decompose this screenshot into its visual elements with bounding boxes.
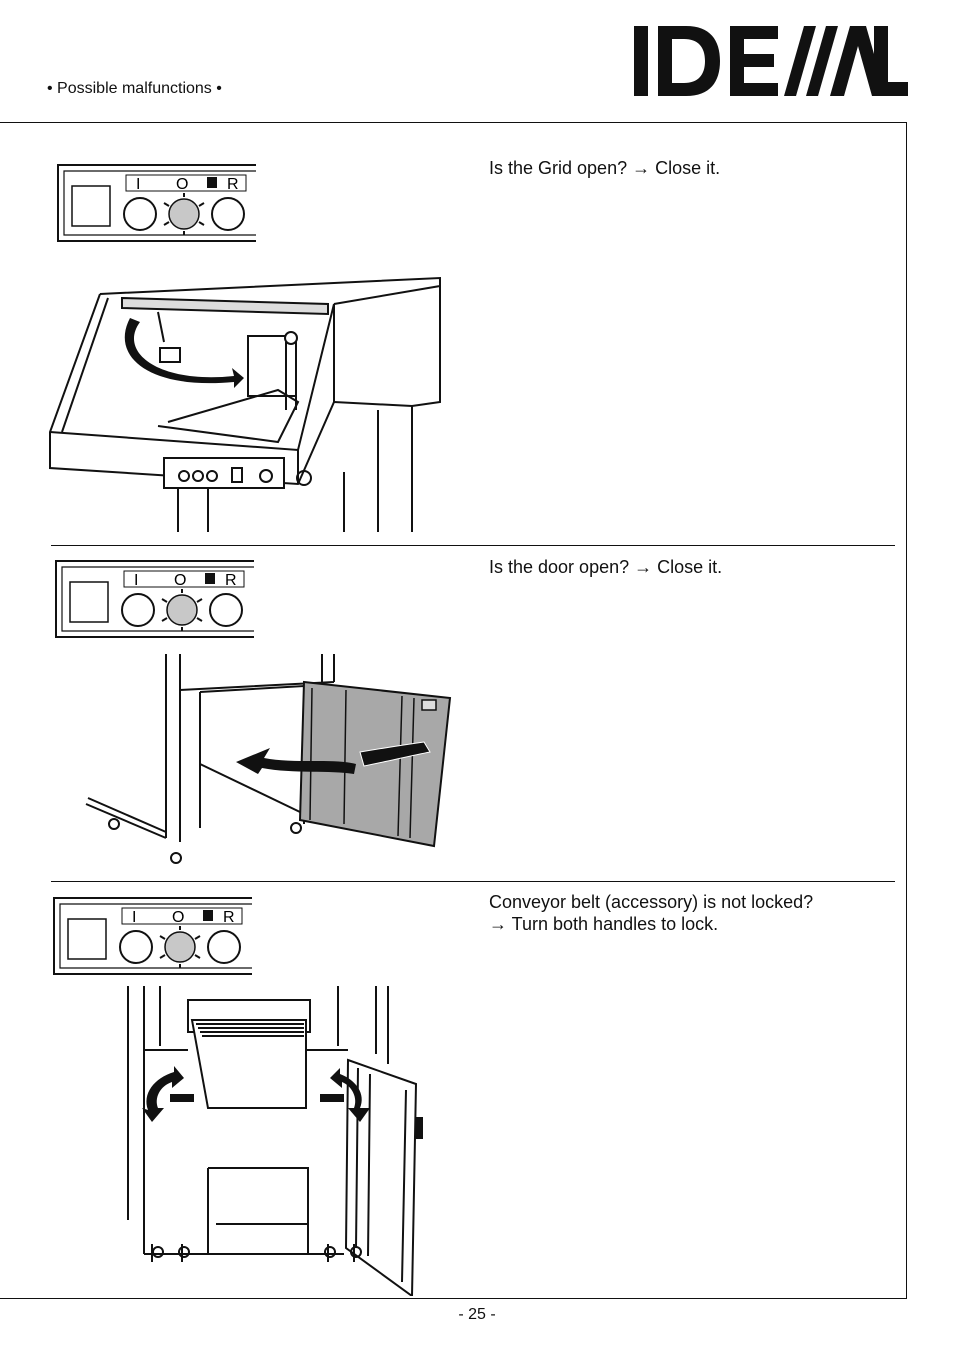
shredder-door-illustration bbox=[85, 654, 452, 864]
step-3-text-line1: Conveyor belt (accessory) is not locked? bbox=[489, 892, 814, 912]
content-frame bbox=[0, 122, 907, 1299]
ideal-logo bbox=[634, 26, 908, 96]
bin-full-icon bbox=[205, 573, 215, 584]
bin-full-icon bbox=[203, 910, 213, 921]
conveyor-belt-illustration bbox=[127, 986, 423, 1296]
step-3-text-line2: → Turn both handles to lock. bbox=[489, 914, 719, 934]
power-on-icon: I bbox=[132, 909, 136, 926]
power-on-icon: I bbox=[136, 176, 140, 193]
reverse-icon: R bbox=[223, 909, 235, 926]
power-off-icon: O bbox=[176, 176, 188, 193]
divider-2 bbox=[51, 881, 895, 882]
power-on-icon: I bbox=[134, 572, 138, 589]
power-off-icon: O bbox=[174, 572, 186, 589]
reverse-icon: R bbox=[227, 176, 239, 193]
page-number: - 25 - bbox=[458, 1306, 496, 1323]
control-panel-1: I O R bbox=[57, 164, 256, 242]
bin-full-icon bbox=[207, 177, 217, 188]
shredder-grid-illustration bbox=[49, 276, 441, 532]
step-1-text: Is the Grid open? → Close it. bbox=[489, 158, 721, 178]
power-off-icon: O bbox=[172, 909, 184, 926]
control-panel-3: I O R bbox=[53, 897, 252, 975]
reverse-icon: R bbox=[225, 572, 237, 589]
section-title: • Possible malfunctions • bbox=[47, 80, 222, 97]
control-panel-2: I O R bbox=[55, 560, 254, 638]
step-2-text: Is the door open? → Close it. bbox=[489, 557, 723, 577]
divider-1 bbox=[51, 545, 895, 546]
